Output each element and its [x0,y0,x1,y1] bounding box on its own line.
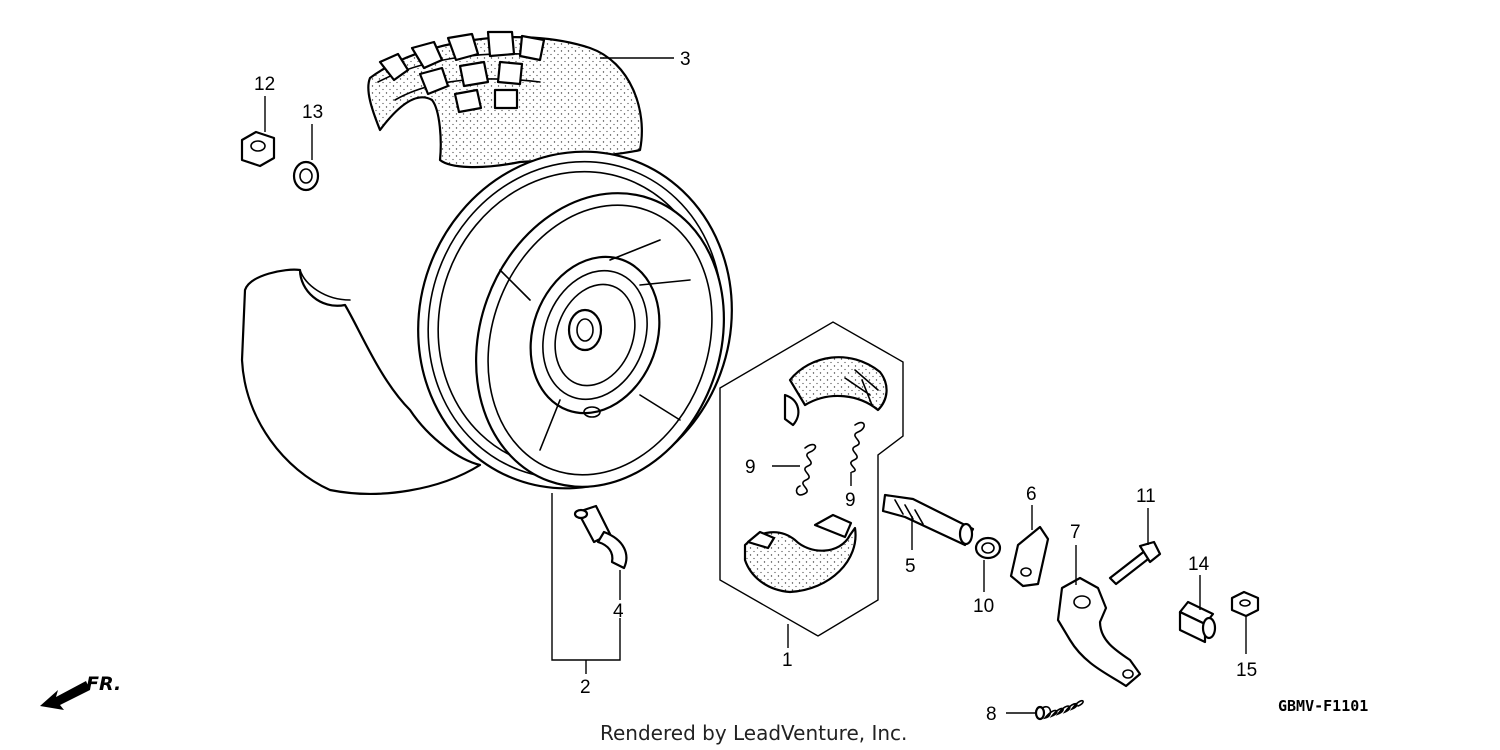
wheel-rim-part[interactable] [371,107,779,533]
front-direction-indicator: FR. [40,673,121,710]
front-direction-label: FR. [86,673,121,695]
callout-4: 4 [613,601,624,622]
callout-9-left: 9 [745,457,756,478]
front-arrow-icon [40,681,90,710]
render-credit: Rendered by LeadVenture, Inc. [600,721,907,745]
callout-8: 8 [986,704,997,725]
tire-part[interactable] [367,30,643,169]
callout-13: 13 [302,102,323,123]
drawing-code: GBMV-F1101 [1278,697,1368,715]
callout-6: 6 [1026,484,1037,505]
callout-9-right: 9 [845,490,856,511]
callout-2: 2 [580,677,591,698]
nut-15-part[interactable] [1230,590,1260,618]
bolt-part[interactable] [1108,540,1162,586]
washer-part[interactable] [974,536,1002,560]
brake-shoe-lower[interactable] [743,513,857,594]
callout-14: 14 [1188,554,1210,575]
spring-left[interactable] [795,443,817,496]
callout-11: 11 [1136,486,1156,507]
tube-flap-part [240,268,482,495]
leader-lines [264,57,1247,714]
brake-shoe-set-outline [719,321,904,637]
indicator-plate-part[interactable] [1009,525,1050,588]
nut-12-part[interactable] [240,130,276,168]
brake-cam-part[interactable] [881,493,975,547]
callout-15: 15 [1236,660,1257,681]
callout-12: 12 [254,74,275,95]
washer-13-part[interactable] [292,160,320,192]
callout-5: 5 [905,556,916,577]
callouts: 1 2 3 4 5 6 7 8 9 9 10 11 12 13 14 15 [254,49,1257,725]
brake-shoe-upper[interactable] [783,356,888,427]
valve-part[interactable] [573,504,628,570]
callout-1: 1 [782,650,793,671]
callout-3: 3 [680,49,691,70]
callout-7: 7 [1070,522,1081,543]
return-spring-part[interactable] [1034,699,1084,721]
brake-arm-part[interactable] [1056,576,1142,688]
callout-10: 10 [973,596,994,617]
spring-right[interactable] [850,421,865,473]
collar-part[interactable] [1178,600,1217,644]
